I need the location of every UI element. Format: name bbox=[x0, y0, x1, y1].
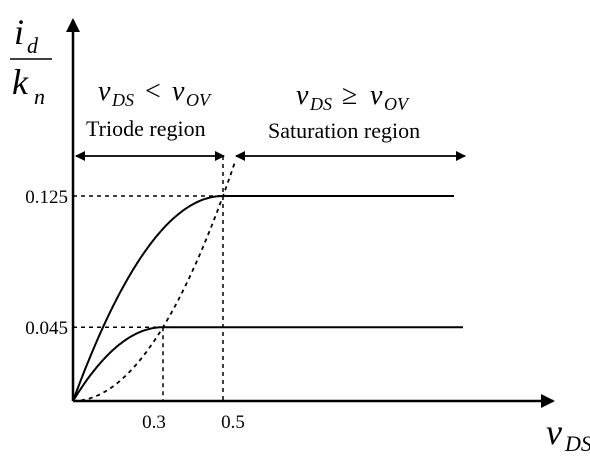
iv-curve-vov-0.3 bbox=[72, 326, 463, 402]
iv-curve-vov-0.5 bbox=[72, 195, 454, 402]
svg-text:≥: ≥ bbox=[342, 80, 357, 111]
x-tick-label-0.5: 0.5 bbox=[221, 412, 245, 433]
saturation-region-label: Saturation region bbox=[268, 118, 420, 143]
saturation-condition: v DS ≥ v OV bbox=[296, 80, 410, 114]
svg-text:v: v bbox=[370, 80, 383, 111]
x-tick-label-0.3: 0.3 bbox=[142, 412, 166, 433]
svg-text:<: < bbox=[145, 76, 161, 107]
x-axis-label: v DS bbox=[546, 412, 590, 456]
svg-text:DS: DS bbox=[111, 90, 134, 110]
triode-region-label: Triode region bbox=[86, 116, 206, 141]
y-axis-label: i d k n bbox=[10, 12, 52, 109]
y-label-denominator: k bbox=[12, 62, 29, 102]
y-tick-label-0.045: 0.045 bbox=[25, 318, 68, 339]
x-label-main: v bbox=[546, 412, 562, 452]
svg-text:v: v bbox=[172, 76, 185, 107]
y-tick-label-0.125: 0.125 bbox=[25, 187, 68, 208]
y-label-numerator-sub: d bbox=[27, 33, 39, 58]
svg-text:v: v bbox=[98, 76, 111, 107]
triode-saturation-boundary-curve bbox=[72, 161, 236, 402]
y-label-numerator: i bbox=[14, 12, 24, 52]
svg-text:OV: OV bbox=[186, 90, 212, 110]
svg-text:DS: DS bbox=[309, 94, 332, 114]
svg-text:OV: OV bbox=[384, 94, 410, 114]
y-label-denominator-sub: n bbox=[34, 84, 45, 109]
svg-text:v: v bbox=[296, 80, 309, 111]
triode-condition: v DS < v OV bbox=[98, 76, 212, 110]
x-label-sub: DS bbox=[564, 431, 590, 456]
